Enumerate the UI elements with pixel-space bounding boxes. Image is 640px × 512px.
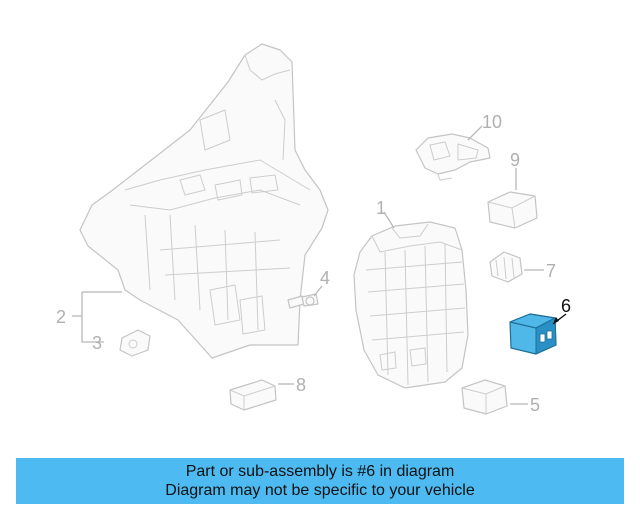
callout-7: 7 bbox=[546, 261, 556, 281]
banner-line-1: Part or sub-assembly is #6 in diagram bbox=[185, 463, 455, 480]
callout-2: 2 bbox=[56, 307, 66, 327]
callout-6-arrowhead bbox=[553, 317, 559, 324]
callout-1: 1 bbox=[376, 198, 386, 218]
callout-5: 5 bbox=[530, 395, 540, 415]
part-9-relay[interactable] bbox=[487, 191, 538, 229]
callout-8: 8 bbox=[296, 375, 306, 395]
callout-lines bbox=[72, 125, 544, 405]
callout-4: 4 bbox=[320, 268, 330, 288]
part-5-relay[interactable] bbox=[461, 379, 508, 415]
part-6-relay-highlighted[interactable] bbox=[509, 313, 557, 355]
callout-3: 3 bbox=[92, 333, 102, 353]
part-3-clip[interactable] bbox=[119, 329, 151, 357]
callout-10: 10 bbox=[482, 112, 502, 132]
part-10-cover[interactable] bbox=[415, 133, 491, 181]
parts-diagram: 1 2 3 4 5 7 8 9 10 6 bbox=[56, 43, 571, 415]
banner-line-2: Diagram may not be specific to your vehi… bbox=[165, 482, 475, 499]
part-2-bracket[interactable] bbox=[79, 43, 329, 359]
callout-6: 6 bbox=[561, 296, 571, 316]
part-1-fuse-box[interactable] bbox=[353, 221, 469, 389]
part-7-relay[interactable] bbox=[489, 251, 523, 283]
callout-9: 9 bbox=[510, 150, 520, 170]
part-4-bolt[interactable] bbox=[287, 293, 319, 309]
info-banner: Part or sub-assembly is #6 in diagram Di… bbox=[16, 458, 624, 504]
part-8-connector[interactable] bbox=[229, 379, 277, 411]
